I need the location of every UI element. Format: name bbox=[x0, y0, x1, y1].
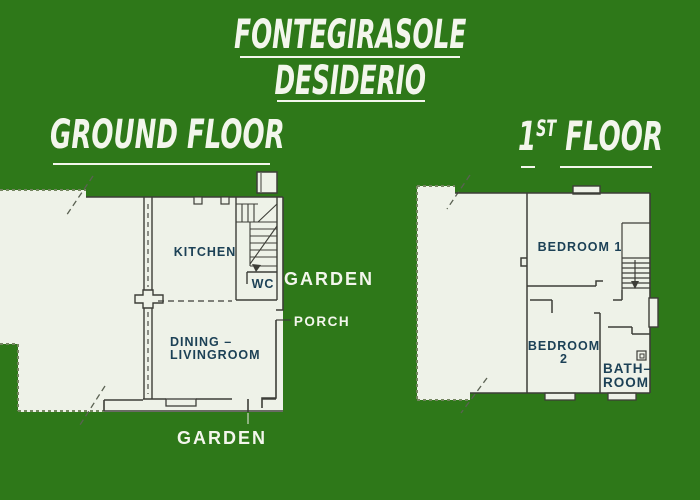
ground-floor-heading: GROUND FLOOR bbox=[50, 112, 411, 158]
wc-label: WC bbox=[251, 277, 275, 291]
bedroom2-label-line2: 2 bbox=[560, 352, 568, 366]
dining-livingroom-label: DINING – LIVINGROOM bbox=[170, 336, 261, 362]
bathroom-label-line1: BATH– bbox=[603, 361, 653, 376]
first-floor-heading-text: 1ST FLOOR bbox=[518, 114, 663, 160]
ground-floor-underline bbox=[53, 163, 270, 165]
title-text: FONTEGIRASOLE bbox=[233, 12, 467, 58]
first-floor-underline-1 bbox=[521, 166, 535, 168]
first-floor-underline-2 bbox=[560, 166, 652, 168]
first-floor-plan bbox=[416, 174, 659, 414]
bedroom2-label: BEDROOM 2 bbox=[528, 340, 600, 366]
subtitle-text: DESIDERIO bbox=[274, 58, 426, 104]
page-title: FONTEGIRASOLE bbox=[0, 12, 700, 58]
ground-floor-plan bbox=[0, 171, 291, 429]
kitchen-label: KITCHEN bbox=[173, 245, 237, 259]
bathroom-label: BATH– ROOM bbox=[603, 362, 652, 389]
page-subtitle: DESIDERIO bbox=[0, 58, 700, 104]
first-floor-heading: 1ST FLOOR bbox=[518, 114, 700, 160]
bedroom1-label: BEDROOM 1 bbox=[537, 240, 623, 254]
title-underline bbox=[240, 56, 460, 58]
porch-label: PORCH bbox=[293, 314, 351, 329]
garden-right-label: GARDEN bbox=[283, 269, 375, 289]
garden-bottom-label: GARDEN bbox=[176, 428, 268, 448]
ordinal-suffix: ST bbox=[536, 117, 557, 142]
bedroom2-label-line1: BEDROOM bbox=[527, 339, 601, 353]
dining-label-line2: LIVINGROOM bbox=[170, 348, 261, 362]
dining-label-line1: DINING – bbox=[170, 335, 233, 349]
bathroom-label-line2: ROOM bbox=[603, 374, 649, 390]
ground-floor-heading-text: GROUND FLOOR bbox=[50, 112, 285, 158]
subtitle-underline bbox=[277, 100, 425, 102]
